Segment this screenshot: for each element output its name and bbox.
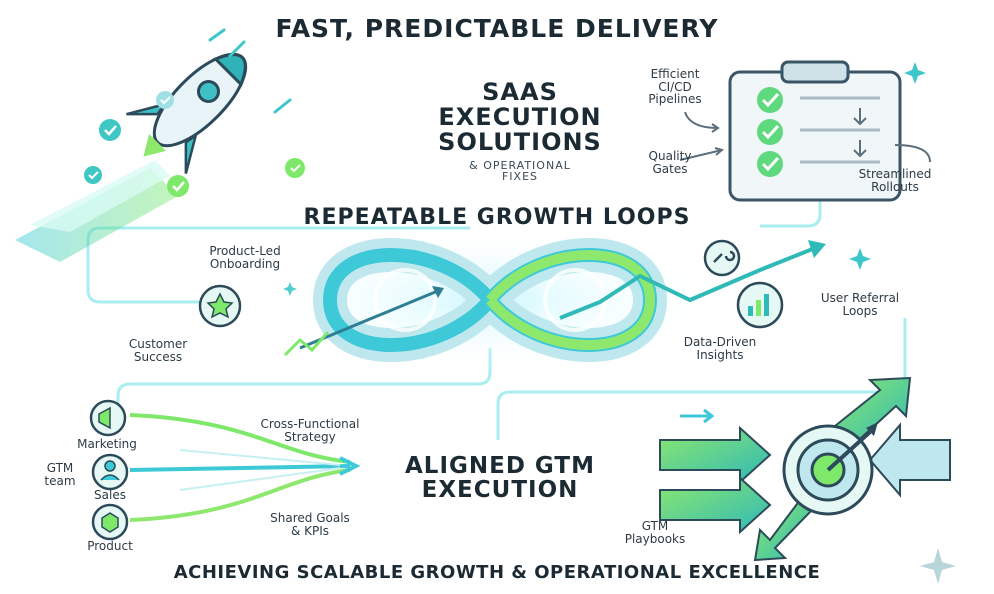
gtm-title-block: ALIGNED GTM EXECUTION — [360, 454, 640, 502]
rocket-icon — [15, 28, 292, 262]
star-badge-icon — [198, 284, 242, 328]
center-subtitle-line-2: FIXES — [501, 170, 539, 184]
gtm-title-line-1: ALIGNED GTM — [404, 453, 595, 479]
label-marketing: Marketing — [77, 437, 137, 451]
infinity-loop-icon — [260, 230, 826, 370]
label-shared-goals: Shared Goals& KPIs — [270, 511, 350, 538]
check-badges — [84, 91, 305, 197]
label-product: Product — [87, 539, 133, 553]
gtm-title-line-2: EXECUTION — [421, 477, 579, 504]
center-title-line-2: EXECUTION — [438, 103, 602, 132]
megaphone-icon — [89, 399, 127, 437]
link-icon — [703, 239, 741, 277]
user-icon — [91, 453, 129, 491]
center-subtitle-line-1: & OPERATIONAL — [469, 158, 571, 172]
center-title-line-3: SOLUTIONS — [438, 128, 602, 157]
footer-title: ACHIEVING SCALABLE GROWTH & OPERATIONAL … — [173, 562, 821, 583]
bar-chart-icon — [736, 281, 784, 329]
center-title-block: SAAS EXECUTION SOLUTIONS & OPERATIONAL F… — [370, 78, 670, 184]
gtm-flow-lines — [129, 413, 361, 522]
checklist-clipboard-icon — [679, 60, 931, 202]
center-title-line-1: SAAS — [482, 78, 558, 106]
page-title: FAST, PREDICTABLE DELIVERY — [275, 14, 719, 43]
loops-title: REPEATABLE GROWTH LOOPS — [303, 205, 691, 230]
target-icon — [659, 376, 951, 562]
cube-icon — [91, 503, 129, 541]
label-sales: Sales — [94, 488, 126, 502]
